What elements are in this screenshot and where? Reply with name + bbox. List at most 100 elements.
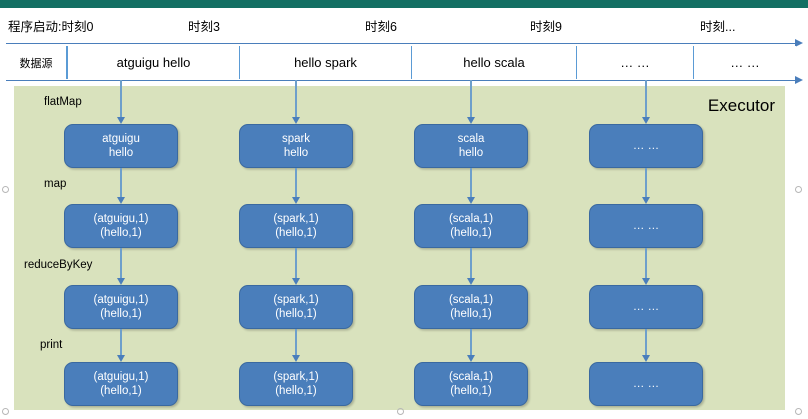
datasource-cell-3: … …: [577, 46, 694, 79]
datasource-cell-1: hello spark: [240, 46, 412, 79]
node-text-line: (hello,1): [450, 385, 492, 397]
timeline-tick-0: 程序启动:时刻0: [8, 20, 94, 34]
feed-arrow-line-1: [295, 80, 297, 117]
connector-line-2-2: [470, 329, 472, 355]
connector-line-1-3: [645, 248, 647, 278]
node-text-line: … …: [632, 220, 660, 232]
selection-handle[interactable]: [795, 186, 802, 193]
connector-line-1-0: [120, 248, 122, 278]
node-text-line: (spark,1): [273, 294, 319, 306]
node-text-line: (atguigu,1): [93, 371, 149, 383]
timeline-tick-1: 时刻3: [188, 20, 220, 34]
connector-head-1-1: [291, 278, 300, 285]
node-text-line: (spark,1): [273, 213, 319, 225]
connector-head-1-3: [641, 278, 650, 285]
connector-head-1-2: [466, 278, 475, 285]
node-text-line: … …: [632, 140, 660, 152]
timeline-tick-3: 时刻9: [530, 20, 562, 34]
node-text-line: (hello,1): [275, 308, 317, 320]
node-text-line: (hello,1): [450, 227, 492, 239]
connector-head-0-3: [641, 197, 650, 204]
selection-handle[interactable]: [2, 408, 9, 415]
stage-label-flatmap: flatMap: [44, 96, 82, 108]
node-text-line: … …: [632, 301, 660, 313]
connector-line-2-1: [295, 329, 297, 355]
node-text-line: (scala,1): [448, 294, 494, 306]
node-text-line: (atguigu,1): [93, 294, 149, 306]
datasource-cell-2: hello scala: [412, 46, 577, 79]
node-print-1[interactable]: (spark,1) (hello,1): [239, 362, 353, 406]
node-reducebykey-3[interactable]: … …: [589, 285, 703, 329]
connector-line-0-3: [645, 168, 647, 197]
timeline-tick-2: 时刻6: [365, 20, 397, 34]
connector-line-1-1: [295, 248, 297, 278]
top-accent-band: [0, 0, 808, 8]
node-text-line: (atguigu,1): [93, 213, 149, 225]
node-text-line: (hello,1): [275, 227, 317, 239]
node-text-line: (scala,1): [448, 371, 494, 383]
node-print-2[interactable]: (scala,1) (hello,1): [414, 362, 528, 406]
connector-head-2-2: [466, 355, 475, 362]
node-text-line: (spark,1): [273, 371, 319, 383]
connector-line-0-0: [120, 168, 122, 197]
feed-arrow-head-0: [116, 117, 125, 124]
connector-head-0-0: [116, 197, 125, 204]
node-text-line: spark: [281, 133, 311, 145]
node-reducebykey-0[interactable]: (atguigu,1) (hello,1): [64, 285, 178, 329]
node-map-1[interactable]: (spark,1) (hello,1): [239, 204, 353, 248]
stage-label-reducebykey: reduceByKey: [24, 259, 93, 271]
selection-handle[interactable]: [397, 408, 404, 415]
node-map-2[interactable]: (scala,1) (hello,1): [414, 204, 528, 248]
timeline-tick-4: 时刻...: [700, 20, 736, 34]
node-text-line: (hello,1): [450, 308, 492, 320]
feed-arrow-line-3: [645, 80, 647, 117]
stage-label-print: print: [40, 339, 63, 351]
node-flatmap-1[interactable]: spark hello: [239, 124, 353, 168]
node-flatmap-3[interactable]: … …: [589, 124, 703, 168]
node-text-line: (hello,1): [100, 308, 142, 320]
connector-head-0-1: [291, 197, 300, 204]
node-flatmap-2[interactable]: scala hello: [414, 124, 528, 168]
executor-title: Executor: [707, 96, 775, 115]
connector-line-1-2: [470, 248, 472, 278]
node-text-line: hello: [458, 147, 484, 159]
timeline-axis-upper: [6, 43, 796, 44]
datasource-cell-0: atguigu hello: [68, 46, 240, 79]
node-text-line: … …: [632, 378, 660, 390]
stage-label-map: map: [44, 178, 67, 190]
datasource-row-label: 数据源: [6, 46, 68, 79]
connector-head-2-0: [116, 355, 125, 362]
connector-line-2-0: [120, 329, 122, 355]
node-map-0[interactable]: (atguigu,1) (hello,1): [64, 204, 178, 248]
node-map-3[interactable]: … …: [589, 204, 703, 248]
node-reducebykey-2[interactable]: (scala,1) (hello,1): [414, 285, 528, 329]
connector-head-2-3: [641, 355, 650, 362]
connector-line-2-3: [645, 329, 647, 355]
selection-handle[interactable]: [795, 408, 802, 415]
connector-head-0-2: [466, 197, 475, 204]
node-text-line: (hello,1): [100, 385, 142, 397]
node-reducebykey-1[interactable]: (spark,1) (hello,1): [239, 285, 353, 329]
node-text-line: scala: [457, 133, 485, 145]
feed-arrow-head-3: [641, 117, 650, 124]
feed-arrow-line-2: [470, 80, 472, 117]
node-text-line: (scala,1): [448, 213, 494, 225]
datasource-cell-4: … …: [694, 46, 796, 79]
timeline-arrowhead-lower: [795, 76, 803, 84]
node-print-0[interactable]: (atguigu,1) (hello,1): [64, 362, 178, 406]
timeline-arrowhead-upper: [795, 39, 803, 47]
node-text-line: hello: [283, 147, 309, 159]
node-text-line: (hello,1): [100, 227, 142, 239]
node-text-line: (hello,1): [275, 385, 317, 397]
connector-line-0-1: [295, 168, 297, 197]
feed-arrow-head-1: [291, 117, 300, 124]
connector-head-1-0: [116, 278, 125, 285]
node-print-3[interactable]: … …: [589, 362, 703, 406]
node-text-line: atguigu: [102, 133, 140, 145]
feed-arrow-line-0: [120, 80, 122, 117]
feed-arrow-head-2: [466, 117, 475, 124]
selection-handle[interactable]: [2, 186, 9, 193]
